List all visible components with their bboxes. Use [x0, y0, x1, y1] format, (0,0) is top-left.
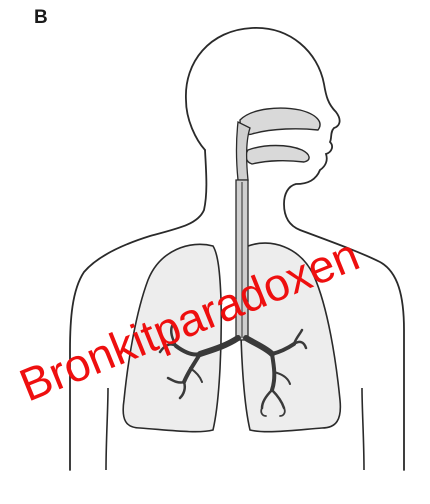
nasal-cavity — [240, 108, 320, 134]
oral-cavity — [246, 146, 309, 165]
right-arm-inner-line — [362, 388, 364, 470]
left-arm-inner-line — [106, 388, 108, 470]
